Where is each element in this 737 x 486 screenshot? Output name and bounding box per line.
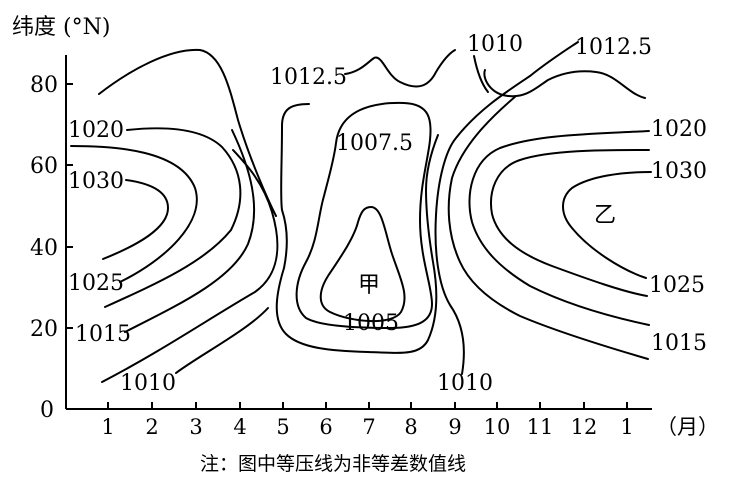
isobar-left-1010-lower (101, 149, 279, 383)
footnote: 注：图中等压线为非等差数值线 (200, 453, 466, 475)
y-tick-label-20: 20 (30, 317, 58, 342)
label-left-1015: 1015 (75, 322, 131, 347)
y-tick-label-80: 80 (30, 73, 58, 98)
label-1007_5: 1007.5 (336, 131, 413, 156)
isobar-center-1012_5 (344, 49, 456, 88)
x-axis-unit: （月） (656, 415, 719, 439)
x-tick-labels: 1 2 3 4 5 6 7 8 9 10 11 12 1 (101, 415, 633, 439)
x-tick-label-8: 8 (404, 415, 417, 439)
isobar-top-1010 (473, 55, 489, 93)
x-tick-label-1: 1 (101, 415, 114, 439)
isobar-right-1020 (468, 130, 650, 326)
x-ticks (107, 402, 628, 409)
label-top-1012_5-left: 1012.5 (270, 65, 347, 90)
isobar-center-1012_5-lower (275, 103, 439, 354)
isobar-1007_5 (295, 101, 433, 329)
y-tick-label-60: 60 (30, 154, 58, 179)
isobar-left-1015 (124, 129, 256, 333)
label-left-1025: 1025 (68, 271, 124, 296)
x-tick-label-5: 5 (276, 415, 289, 439)
isobar-left-1010-top (98, 48, 277, 217)
isobar-right-1010 (434, 41, 579, 375)
isobar-right-1020-inner (490, 149, 650, 297)
label-bottom-1010-mid: 1010 (437, 371, 493, 396)
label-right-1020: 1020 (651, 117, 707, 142)
isobar-left-1025 (70, 145, 198, 283)
y-axis-title: 纬度 (°N) (12, 15, 110, 40)
x-tick-label-11: 11 (527, 415, 554, 439)
isobar-1005 (319, 206, 406, 322)
x-tick-label-1-next: 1 (620, 415, 633, 439)
low-center-jia: 甲 (358, 273, 380, 298)
label-left-1010: 1010 (120, 371, 176, 396)
label-right-1030: 1030 (651, 159, 707, 184)
x-tick-label-12: 12 (571, 415, 598, 439)
label-left-1030: 1030 (68, 169, 124, 194)
high-center-yi: 乙 (594, 203, 616, 228)
label-top-1012_5-right: 1012.5 (575, 35, 652, 60)
x-tick-label-9: 9 (448, 415, 461, 439)
x-tick-label-4: 4 (233, 415, 246, 439)
x-tick-label-2: 2 (145, 415, 158, 439)
isobar-right-1030 (562, 171, 652, 279)
label-right-1015: 1015 (651, 331, 707, 356)
x-tick-label-7: 7 (362, 415, 375, 439)
isobar-right-1012_5 (483, 69, 646, 99)
label-1005: 1005 (343, 311, 399, 336)
isobar-left-1030 (102, 179, 169, 260)
label-left-1020: 1020 (68, 118, 124, 143)
isobar-right-1015 (447, 95, 649, 360)
x-tick-label-3: 3 (189, 415, 202, 439)
label-right-1025: 1025 (649, 273, 705, 298)
isobar-left-1020 (104, 127, 242, 308)
y-tick-label-0: 0 (40, 398, 54, 423)
x-tick-label-6: 6 (319, 415, 332, 439)
y-tick-label-40: 40 (30, 236, 58, 261)
x-tick-label-10: 10 (484, 415, 511, 439)
label-top-1010: 1010 (467, 32, 523, 57)
isobar-left-1010-lowest (175, 307, 269, 374)
